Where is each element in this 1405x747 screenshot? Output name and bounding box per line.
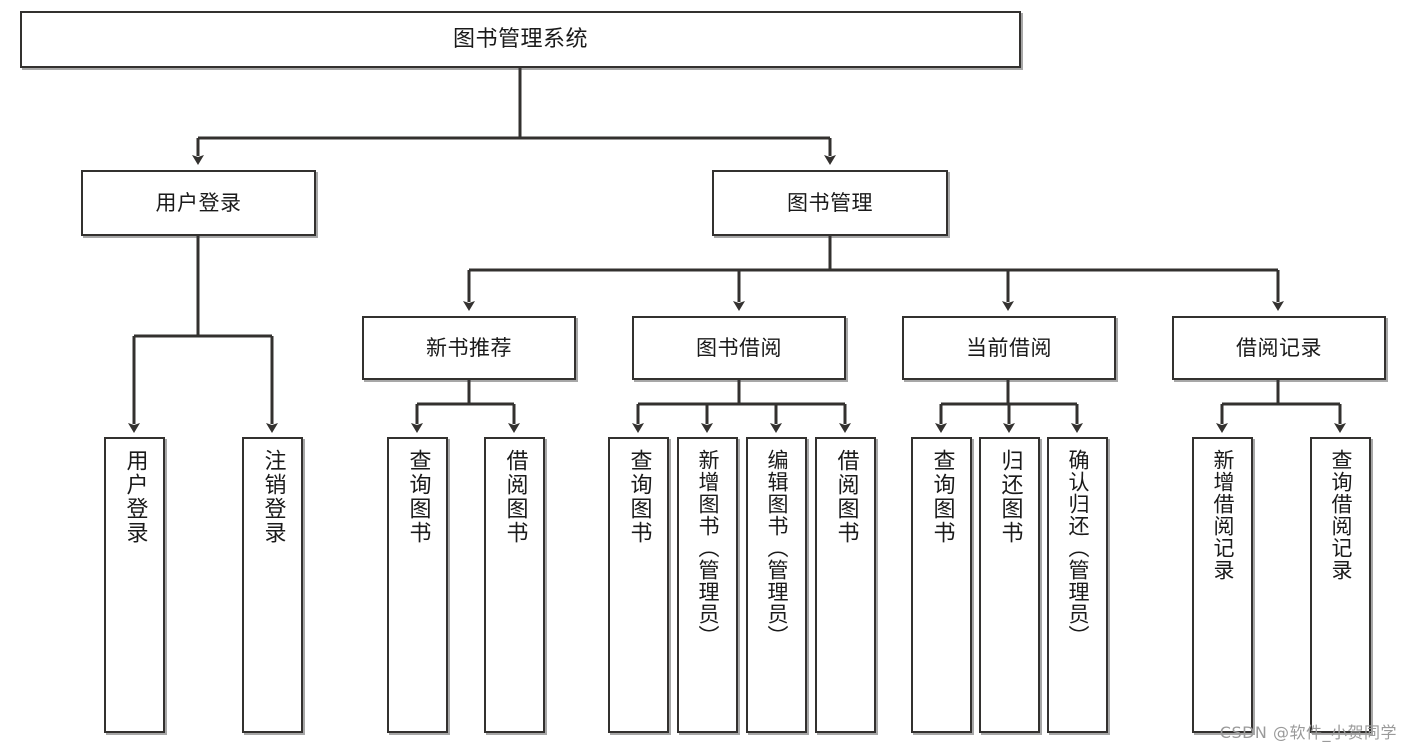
node-leaf-return-book[interactable]: 归还图书: [979, 437, 1040, 733]
node-leaf-return-book-label: 归还图书: [997, 449, 1023, 545]
node-leaf-borrow-book-2[interactable]: 借阅图书: [815, 437, 876, 733]
node-leaf-confirm-return[interactable]: 确认归还（管理员）: [1047, 437, 1108, 733]
node-leaf-query-book-1-label: 查询图书: [405, 449, 431, 545]
node-leaf-query-record[interactable]: 查询借阅记录: [1310, 437, 1371, 733]
node-leaf-user-login-label: 用户登录: [122, 449, 148, 545]
node-current-borrow[interactable]: 当前借阅: [902, 316, 1116, 380]
node-leaf-query-book-1[interactable]: 查询图书: [387, 437, 448, 733]
node-leaf-logout[interactable]: 注销登录: [242, 437, 303, 733]
node-leaf-query-record-label: 查询借阅记录: [1329, 449, 1353, 581]
node-book-manage[interactable]: 图书管理: [712, 170, 948, 236]
node-leaf-add-record[interactable]: 新增借阅记录: [1192, 437, 1253, 733]
node-leaf-query-book-3[interactable]: 查询图书: [911, 437, 972, 733]
node-current-borrow-label: 当前借阅: [966, 335, 1052, 360]
node-leaf-borrow-book-1-label: 借阅图书: [502, 449, 528, 545]
node-user-login-label: 用户登录: [155, 190, 242, 215]
node-leaf-add-book[interactable]: 新增图书（管理员）: [677, 437, 738, 733]
node-book-borrow-label: 图书借阅: [696, 335, 782, 360]
node-new-book-recommend-label: 新书推荐: [426, 335, 512, 360]
node-leaf-edit-book[interactable]: 编辑图书（管理员）: [746, 437, 807, 733]
node-root-label: 图书管理系统: [452, 26, 588, 52]
node-leaf-edit-book-label: 编辑图书（管理员）: [765, 449, 789, 647]
csdn-watermark: CSDN @软件_小贺同学: [1219, 723, 1397, 742]
node-book-manage-label: 图书管理: [787, 190, 873, 215]
node-leaf-query-book-2[interactable]: 查询图书: [608, 437, 669, 733]
node-new-book-recommend[interactable]: 新书推荐: [362, 316, 576, 380]
node-borrow-record-label: 借阅记录: [1236, 335, 1322, 360]
node-root[interactable]: 图书管理系统: [20, 11, 1021, 68]
node-leaf-confirm-return-label: 确认归还（管理员）: [1066, 449, 1090, 647]
node-leaf-borrow-book-1[interactable]: 借阅图书: [484, 437, 545, 733]
node-user-login[interactable]: 用户登录: [81, 170, 316, 236]
node-leaf-query-book-3-label: 查询图书: [929, 449, 955, 545]
node-leaf-borrow-book-2-label: 借阅图书: [833, 449, 859, 545]
node-leaf-logout-label: 注销登录: [260, 449, 286, 545]
node-book-borrow[interactable]: 图书借阅: [632, 316, 846, 380]
node-leaf-add-book-label: 新增图书（管理员）: [696, 449, 720, 647]
node-leaf-add-record-label: 新增借阅记录: [1211, 449, 1235, 581]
node-leaf-user-login[interactable]: 用户登录: [104, 437, 165, 733]
node-borrow-record[interactable]: 借阅记录: [1172, 316, 1386, 380]
node-leaf-query-book-2-label: 查询图书: [626, 449, 652, 545]
